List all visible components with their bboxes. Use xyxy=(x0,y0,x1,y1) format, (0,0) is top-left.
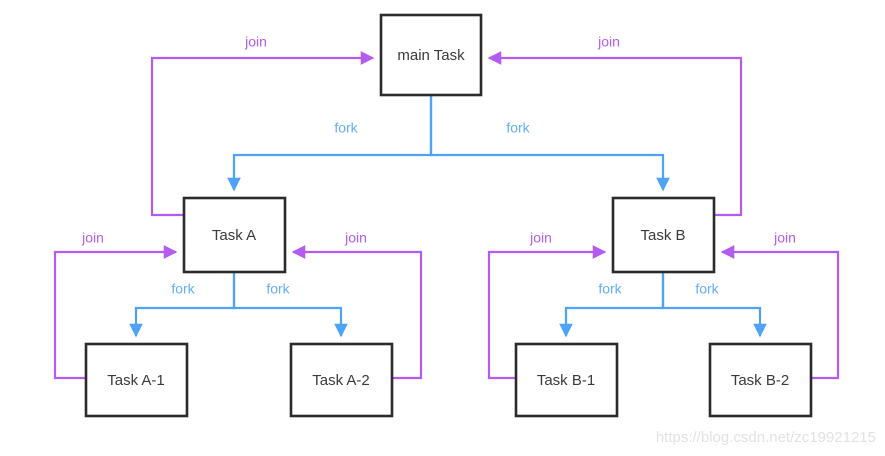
node-task-b2[interactable]: Task B-2 xyxy=(708,342,813,418)
node-label-main-task: main Task xyxy=(397,47,465,64)
edge-label-join-task-b1-to-task-b: join xyxy=(529,230,552,246)
fork-edge-main-to-task-a xyxy=(227,95,433,192)
edge-label-join-task-a2-to-task-a: join xyxy=(344,230,367,246)
join-edge-task-a2-to-task-a xyxy=(291,245,423,380)
join-edge-task-a1-to-task-a xyxy=(53,245,178,380)
edge-label-fork-main-to-task-b: fork xyxy=(506,120,530,136)
edge-label-join-task-b-to-main: join xyxy=(597,34,620,50)
node-box-main-task[interactable] xyxy=(379,13,483,97)
edge-label-fork-task-a-to-task-a2: fork xyxy=(266,281,290,297)
node-label-task-a2: Task A-2 xyxy=(312,372,370,389)
join-edge-task-b1-to-task-b xyxy=(487,245,607,380)
node-task-a2[interactable]: Task A-2 xyxy=(289,342,394,418)
node-task-a1[interactable]: Task A-1 xyxy=(84,342,189,418)
fork-edge-task-b-to-task-b2 xyxy=(661,272,767,338)
edge-label-fork-task-a-to-task-a1: fork xyxy=(171,281,195,297)
edge-label-fork-task-b-to-task-b1: fork xyxy=(598,281,622,297)
watermark-label: https://blog.csdn.net/zc19921215 xyxy=(656,429,876,446)
node-box-task-a1[interactable] xyxy=(84,342,189,418)
node-label-task-b2: Task B-2 xyxy=(731,372,789,389)
node-label-task-a1: Task A-1 xyxy=(107,372,165,389)
edge-label-fork-task-b-to-task-b2: fork xyxy=(695,281,719,297)
fork-edge-task-a-to-task-a2 xyxy=(232,272,348,338)
node-box-task-a2[interactable] xyxy=(289,342,394,418)
node-label-task-b: Task B xyxy=(640,227,685,244)
node-box-task-b[interactable] xyxy=(611,196,716,274)
node-label-task-a: Task A xyxy=(212,227,256,244)
join-edge-task-b2-to-task-b xyxy=(720,245,840,380)
join-edge-task-b-to-main xyxy=(487,51,743,217)
edge-label-fork-main-to-task-a: fork xyxy=(334,120,358,136)
edge-labels-group: join join fork fork join join join join … xyxy=(81,34,796,297)
node-box-task-a[interactable] xyxy=(182,196,287,274)
node-box-task-b1[interactable] xyxy=(514,342,619,418)
fork-edge-main-to-task-b xyxy=(429,95,670,192)
edge-label-join-task-a-to-main: join xyxy=(244,34,267,50)
edge-label-join-task-b2-to-task-b: join xyxy=(773,230,796,246)
join-edges-group xyxy=(53,51,840,380)
node-main-task[interactable]: main Task xyxy=(379,13,483,97)
node-label-task-b1: Task B-1 xyxy=(537,372,595,389)
node-task-b[interactable]: Task B xyxy=(611,196,716,274)
node-task-b1[interactable]: Task B-1 xyxy=(514,342,619,418)
join-edge-task-a-to-main xyxy=(150,51,375,217)
node-box-task-b2[interactable] xyxy=(708,342,813,418)
fork-edges-group xyxy=(129,95,767,338)
edge-label-join-task-a1-to-task-a: join xyxy=(81,230,104,246)
node-task-a[interactable]: Task A xyxy=(182,196,287,274)
nodes-group: main Task Task A Task B Task A-1 Task A-… xyxy=(84,13,813,418)
